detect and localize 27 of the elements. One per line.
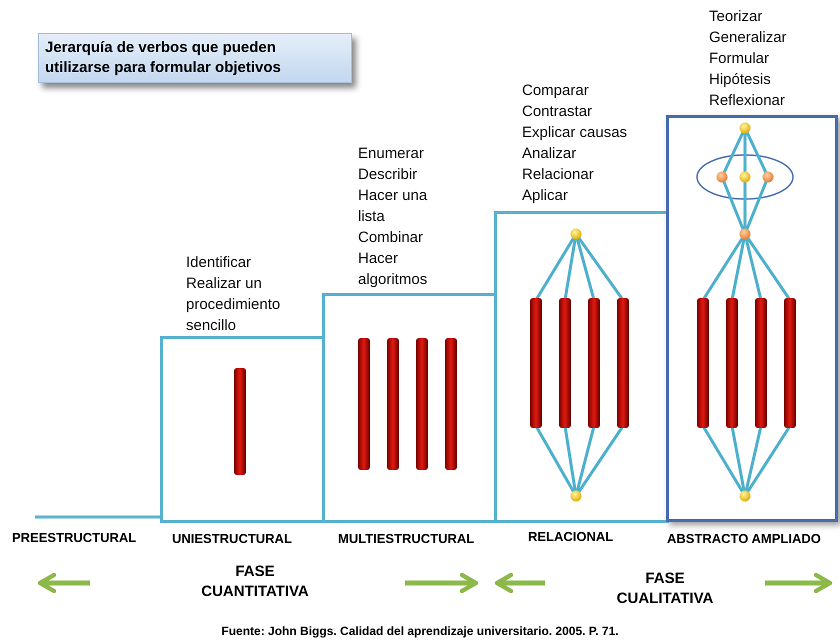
level-label: PREESTRUCTURAL xyxy=(12,530,136,545)
level-label: ABSTRACTO AMPLIADO xyxy=(667,531,821,546)
verb-text: Reflexionar xyxy=(709,91,786,111)
verb-text: Relacionar xyxy=(522,165,595,185)
verb-text: Hacer algoritmos xyxy=(358,249,428,290)
level-label: UNIESTRUCTURAL xyxy=(172,531,292,546)
verb-text: Formular xyxy=(709,49,770,69)
title-banner: Jerarquía de verbos que pueden utilizarse para formular objetivos xyxy=(38,33,352,83)
verb-text: Explicar causas xyxy=(522,123,628,143)
phase-label: FASE CUANTITATIVA xyxy=(200,562,310,602)
verb-text: Hipótesis xyxy=(709,70,772,90)
verb-text: Generalizar xyxy=(709,28,788,48)
verb-text: Teorizar xyxy=(709,7,764,27)
verb-text: Combinar xyxy=(358,228,424,248)
verb-text: Enumerar xyxy=(358,144,425,164)
verb-text: Comparar xyxy=(522,81,590,101)
source-caption: Fuente: John Biggs. Calidad del aprendizaje universitario. 2005. P. 71. xyxy=(220,624,620,638)
verb-text: Hacer una lista xyxy=(358,186,428,227)
phase-label: FASE CUALITATIVA xyxy=(616,569,714,609)
verb-text: Realizar un procedimiento sencillo xyxy=(186,274,282,336)
verb-text: Contrastar xyxy=(522,102,594,122)
verb-text: Describir xyxy=(358,165,418,185)
verb-text: Identificar xyxy=(186,253,252,273)
verb-text: Analizar xyxy=(522,144,578,164)
level-label: MULTIESTRUCTURAL xyxy=(338,531,474,546)
verb-text: Aplicar xyxy=(522,186,569,206)
level-label: RELACIONAL xyxy=(528,529,614,544)
